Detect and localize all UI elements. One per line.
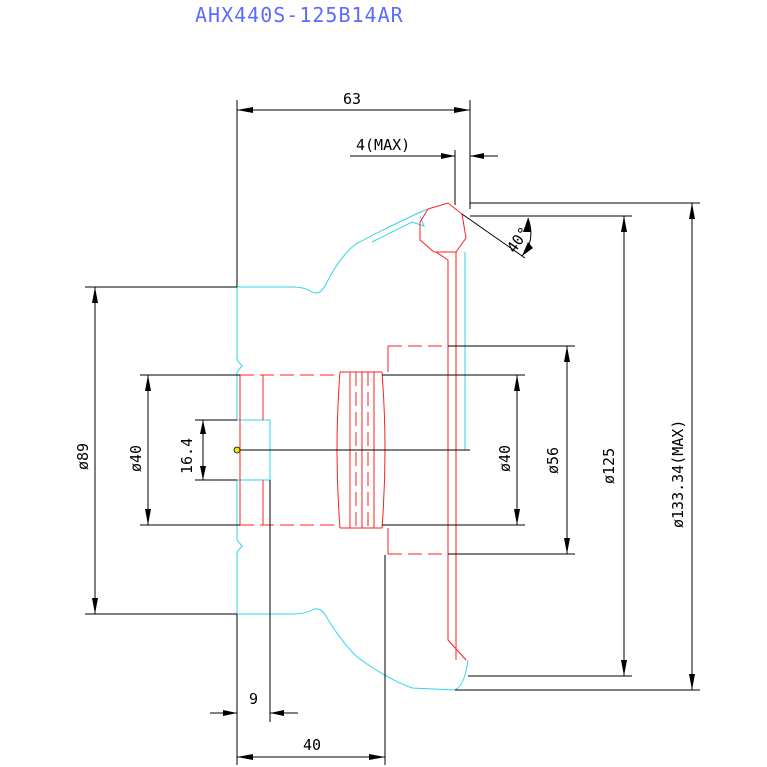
dim-40-right-label: ø40 <box>496 445 514 472</box>
dim-max-offset: 4(MAX) <box>350 136 498 205</box>
dim-4max-label: 4(MAX) <box>356 136 410 154</box>
dim-dia-40-right: ø40 <box>382 374 525 526</box>
dim-16-4-label: 16.4 <box>178 438 196 474</box>
dim-89-label: ø89 <box>74 443 92 470</box>
dim-dia-133: ø133.34(MAX) <box>669 203 695 690</box>
dim-9-label: 9 <box>249 690 258 708</box>
drawing-title: AHX440S-125B14AR <box>195 3 404 27</box>
dim-flange-length: 40 <box>236 555 386 765</box>
dim-63-label: 63 <box>343 90 361 108</box>
dim-keyway: 16.4 <box>178 419 237 481</box>
dim-dia-56: ø56 <box>448 345 575 555</box>
origin-marker <box>233 446 241 454</box>
hidden-geometry <box>239 202 467 661</box>
dim-hub-step: 9 <box>210 480 298 722</box>
dim-dia-89: ø89 <box>74 286 237 615</box>
dim-56-label: ø56 <box>544 447 562 474</box>
dim-dia-40-left: ø40 <box>127 374 240 526</box>
dim-125-label: ø125 <box>600 448 618 484</box>
dim-133-label: ø133.34(MAX) <box>669 420 687 528</box>
dim-overall-length: 63 <box>236 90 471 287</box>
dim-40-bottom-label: 40 <box>303 736 321 754</box>
dim-40-left-label: ø40 <box>127 445 145 472</box>
dim-dia-125: ø125 <box>600 216 627 676</box>
dim-angle: 40° <box>461 213 533 259</box>
